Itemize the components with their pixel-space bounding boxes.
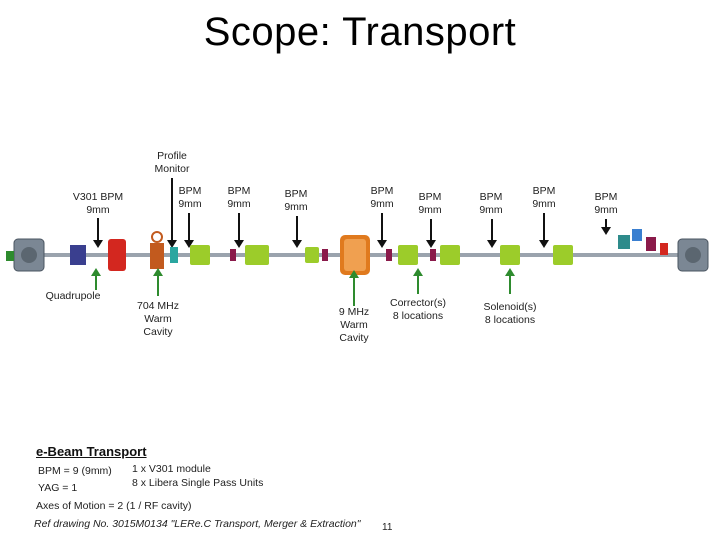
beamline-diagram <box>6 229 709 275</box>
cavity-704-icon <box>150 231 164 269</box>
corrector-icon-2 <box>322 249 328 261</box>
solenoid-icon-4 <box>398 245 418 265</box>
corrector-icon-3 <box>386 249 392 261</box>
arrow-corrector <box>412 268 424 294</box>
arrow-bpm-2 <box>233 213 245 248</box>
quadrupole-label: Quadrupole <box>45 290 101 302</box>
solenoid-icon-6 <box>500 245 520 265</box>
arrow-bpm-7 <box>538 213 550 248</box>
solenoid-icon-5 <box>440 245 460 265</box>
corrector-label: Corrector(s)8 locations <box>389 297 446 322</box>
arrow-bpm-6 <box>486 219 498 248</box>
right-end-chamber-icon <box>677 238 709 272</box>
corrector-icon-1 <box>230 249 236 261</box>
arrow-quadrupole <box>90 268 102 290</box>
arrow-bpm-3 <box>291 216 303 248</box>
solenoid-icon-2 <box>245 245 269 265</box>
page-title: Scope: Transport <box>203 10 517 54</box>
corrector-icon-4 <box>430 249 436 261</box>
arrow-cavity-9mhz <box>348 270 360 306</box>
profile-monitor-icon <box>170 247 178 263</box>
yag-count: YAG = 1 <box>38 482 78 494</box>
solenoid-icon-1 <box>190 245 210 265</box>
solenoid-icon-7 <box>553 245 573 265</box>
arrow-bpm-4 <box>376 213 388 248</box>
arrow-solenoid <box>504 268 516 294</box>
module-line-2: 8 x Libera Single Pass Units <box>132 477 264 489</box>
section-title: e-Beam Transport <box>36 444 147 459</box>
module-line-1: 1 x V301 module <box>132 463 211 475</box>
arrow-cavity-704 <box>152 268 164 296</box>
quadrupole-icon <box>70 239 126 271</box>
bpm-count: BPM = 9 (9mm) <box>38 465 112 477</box>
cavity-9mhz-icon <box>340 235 370 275</box>
arrow-profile-monitor <box>166 178 178 248</box>
reference-drawing: Ref drawing No. 3015M0134 "LERe.C Transp… <box>34 518 361 530</box>
arrow-bpm-8 <box>600 219 612 235</box>
left-end-chamber-icon <box>6 238 45 272</box>
arrow-bpm-5 <box>425 219 437 248</box>
solenoid-icon-3 <box>305 247 319 263</box>
axes-of-motion: Axes of Motion = 2 (1 / RF cavity) <box>36 500 192 512</box>
arrow-v301-bpm <box>92 218 104 248</box>
arrow-bpm-1 <box>183 213 195 248</box>
merger-region-icon <box>618 229 668 255</box>
page-number: 11 <box>382 522 393 533</box>
solenoid-label: Solenoid(s)8 locations <box>483 301 537 326</box>
